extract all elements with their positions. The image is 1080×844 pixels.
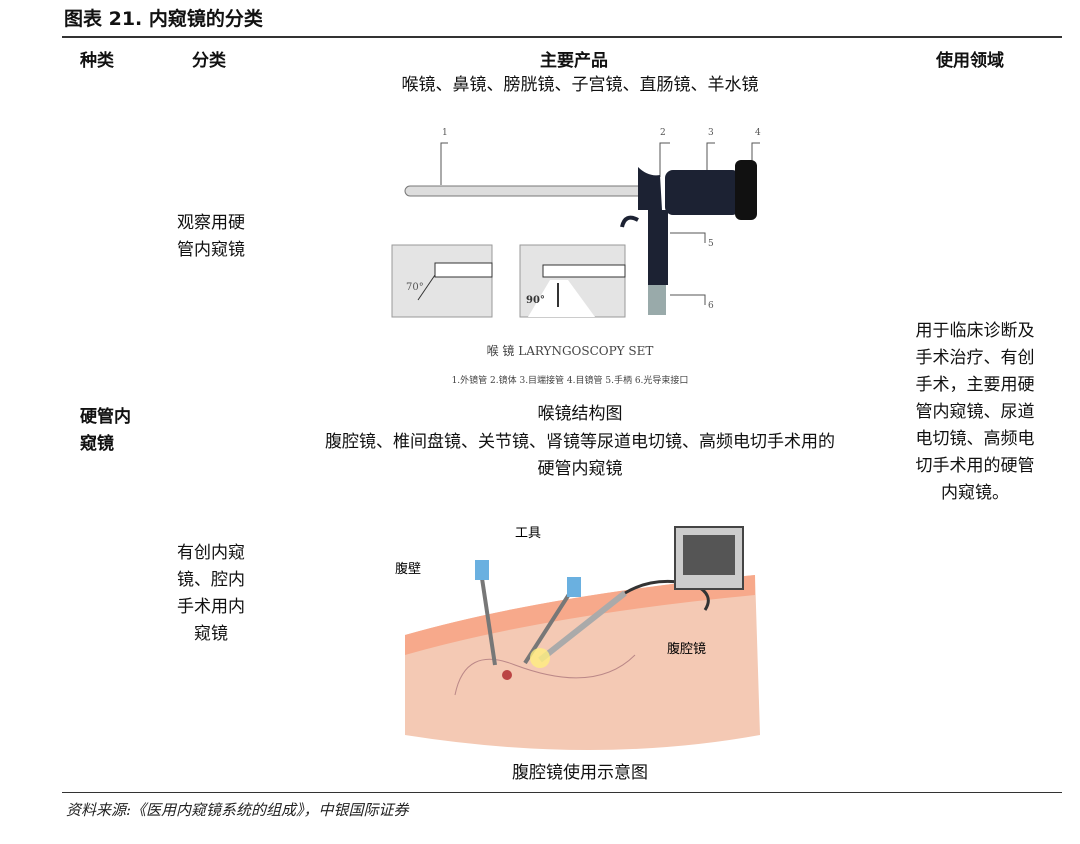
label-scope: 腹腔镜 xyxy=(667,641,706,657)
top-rule xyxy=(62,36,1062,38)
laparoscopy-diagram: 工具 腹壁 腹腔镜 xyxy=(395,526,760,750)
num-6: 6 xyxy=(708,301,714,311)
usage-cell: 用于临床诊断及手术治疗、有创手术，主要用硬管内窥镜、尿道电切镜、高频电切手术用的… xyxy=(915,321,1035,503)
products-row1: 喉镜、鼻镜、膀胱镜、子宫镜、直肠镜、羊水镜 xyxy=(401,75,759,95)
bottom-rule xyxy=(62,792,1062,793)
num-5: 5 xyxy=(708,239,714,249)
num-1: 1 xyxy=(442,128,448,138)
svg-text:70°: 70° xyxy=(406,282,424,293)
laryngoscope-figure-legend: 1.外镜管 2.镜体 3.目端接管 4.目镜管 5.手柄 6.光导束接口 xyxy=(451,376,689,386)
header-type: 种类 xyxy=(80,51,114,71)
products-row2-line2: 硬管内窥镜 xyxy=(537,459,623,479)
num-4: 4 xyxy=(755,128,761,138)
laryngoscope-figure-title: 喉 镜 LARYNGOSCOPY SET xyxy=(486,344,654,358)
svg-text:90°: 90° xyxy=(526,295,545,306)
category-cell: 硬管内窥镜 xyxy=(80,407,131,454)
laryngoscope-diagram: 1 2 3 4 5 6 70° 90° xyxy=(391,128,761,318)
subcategory-surgical: 有创内窥镜、腔内手术用内窥镜 xyxy=(177,543,245,644)
subcategory-observation: 观察用硬管内窥镜 xyxy=(177,213,245,260)
figure-title: 图表 21. 内窥镜的分类 xyxy=(64,8,263,30)
laryngoscope-caption: 喉镜结构图 xyxy=(537,404,623,424)
label-tool: 工具 xyxy=(515,526,541,541)
products-row2-line1: 腹腔镜、椎间盘镜、关节镜、肾镜等尿道电切镜、高频电切手术用的 xyxy=(325,432,835,452)
source-note: 资料来源:《医用内窥镜系统的组成》，中银国际证券 xyxy=(66,801,409,819)
header-class: 分类 xyxy=(192,51,226,71)
num-3: 3 xyxy=(708,128,714,138)
num-2: 2 xyxy=(660,128,666,138)
label-wall: 腹壁 xyxy=(395,561,421,577)
header-products: 主要产品 xyxy=(540,51,608,71)
header-usage: 使用领域 xyxy=(936,51,1004,71)
laparoscopy-caption: 腹腔镜使用示意图 xyxy=(512,763,648,783)
